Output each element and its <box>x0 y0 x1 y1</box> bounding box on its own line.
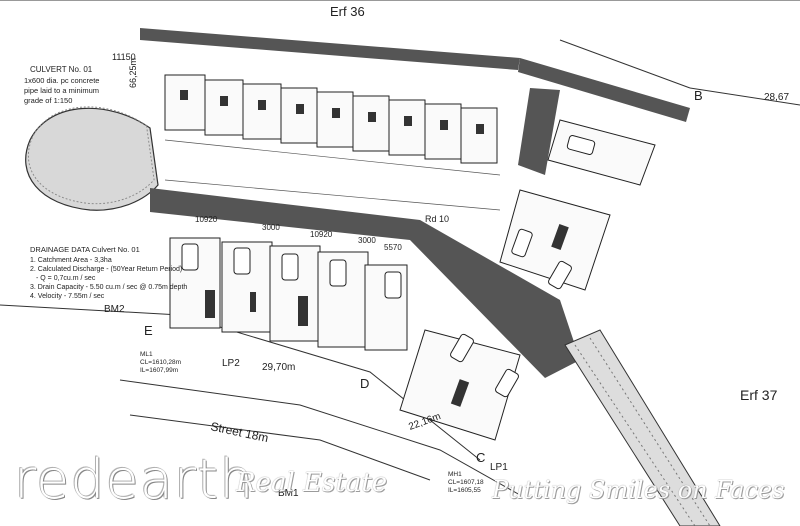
svg-text:MH1: MH1 <box>448 471 462 478</box>
culvert-note: CULVERT No. 01 1x600 dia. pc concrete pi… <box>24 65 99 105</box>
point-c-label: C <box>476 450 485 465</box>
dim-vertical: 66,25m <box>128 58 138 88</box>
drainage-item-1: 1. Catchment Area - 3,3ha <box>30 257 112 264</box>
road-dim-3: 10920 <box>310 230 333 239</box>
paved-road <box>150 88 580 378</box>
street-label: Street 18m <box>209 419 269 445</box>
drainage-item-5: 4. Velocity - 7.55m / sec <box>30 293 105 300</box>
coord-b-label: 28,67 <box>764 92 789 103</box>
drainage-data: DRAINAGE DATA Culvert No. 01 1. Catchmen… <box>30 245 187 300</box>
svg-text:IL=1607,99m: IL=1607,99m <box>140 367 178 374</box>
point-d-label: D <box>360 376 369 391</box>
road-label: Rd 10 <box>425 214 449 224</box>
svg-text:CL=1610,28m: CL=1610,28m <box>140 359 181 366</box>
drainage-title: DRAINAGE DATA Culvert No. 01 <box>30 245 140 254</box>
ml1-note: ML1 CL=1610,28m IL=1607,99m <box>140 351 181 374</box>
svg-text:IL=1605,55: IL=1605,55 <box>448 487 481 494</box>
lp2-label: LP2 <box>222 358 240 369</box>
culvert-line-2: pipe laid to a minimum <box>24 86 99 95</box>
svg-text:ML1: ML1 <box>140 351 153 358</box>
top-row-houses <box>164 74 498 164</box>
drainage-item-4: 3. Drain Capacity - 5.50 cu.m / sec @ 0.… <box>30 284 187 291</box>
lp1-label: LP1 <box>490 462 508 473</box>
road-dim-2: 3000 <box>262 223 280 232</box>
culvert-title: CULVERT No. 01 <box>30 65 93 74</box>
point-b-label: B <box>694 88 703 103</box>
svg-text:CL=1607,18: CL=1607,18 <box>448 479 484 486</box>
bm2-label: BM2 <box>104 304 125 315</box>
bm1-label: BM1 <box>278 488 299 499</box>
dim-top-left: 11150 <box>112 52 136 62</box>
erf-top-label: Erf 36 <box>330 4 365 19</box>
brand-logo-sub: Real Estate <box>236 468 388 498</box>
erf-right-label: Erf 37 <box>740 387 778 403</box>
road-dim-1: 10920 <box>195 215 218 224</box>
cul-de-sac <box>25 106 159 211</box>
culvert-line-1: 1x600 dia. pc concrete <box>24 76 99 85</box>
storm-channel <box>564 329 721 526</box>
drainage-item-3: - Q = 0,7cu.m / sec <box>36 275 96 282</box>
drainage-item-2: 2. Calculated Discharge - (50Year Return… <box>30 266 182 273</box>
point-e-label: E <box>144 323 153 338</box>
culvert-line-3: grade of 1:150 <box>24 96 72 105</box>
mh1-note: MH1 CL=1607,18 IL=1605,55 <box>448 471 484 494</box>
boundary-wall <box>140 28 690 122</box>
road-dim-4: 3000 <box>358 236 376 245</box>
road-dim-5: 5570 <box>384 243 402 252</box>
brand-logo: redearth <box>14 448 255 511</box>
dim-bottom-mid: 29,70m <box>262 362 295 373</box>
brand-tagline: Putting Smiles on Faces <box>492 476 785 504</box>
